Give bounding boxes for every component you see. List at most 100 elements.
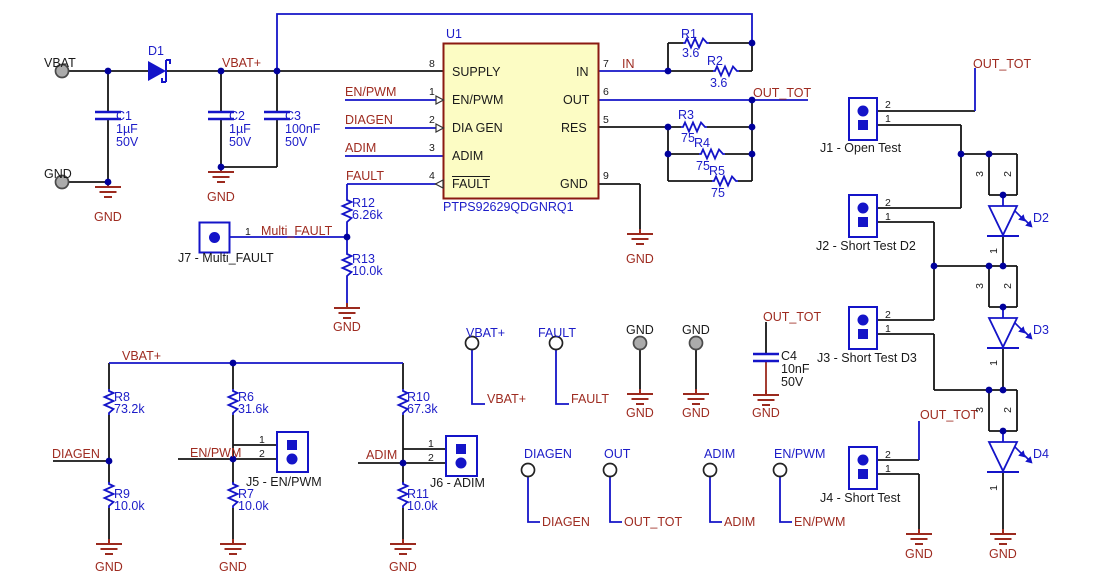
connector-J1: [848, 97, 878, 141]
label-J5: J5 - EN/PWM: [246, 475, 322, 489]
net-label-enpwm-u1: EN/PWM: [345, 85, 397, 99]
gnd-symbol-c4: [752, 389, 780, 406]
tp-fault-net-label: FAULT: [571, 392, 609, 406]
j2-pin-2: 2: [885, 197, 891, 209]
net-label-multi-fault: Multi_FAULT: [261, 224, 333, 238]
ref-R8: R8: [114, 390, 130, 404]
label-J4: J4 - Short Test: [820, 491, 901, 505]
tp-fault-top-label: FAULT: [538, 326, 576, 340]
value-R13: 10.0k: [352, 264, 383, 278]
j3-pin-2: 2: [885, 309, 891, 321]
d2-pin-3: 3: [973, 171, 986, 177]
pin-num-8: 8: [429, 58, 435, 70]
pin-input-arrow-diagen: [435, 123, 445, 133]
value-R7: 10.0k: [238, 499, 269, 513]
ic-part-number: PTPS92629QDGNRQ1: [443, 200, 574, 214]
label-J7: J7 - Multi_FAULT: [178, 251, 274, 265]
d4-pin-2: 2: [1001, 407, 1014, 413]
gnd-symbol-d4: [989, 528, 1017, 545]
net-label-fault-u1: FAULT: [346, 169, 384, 183]
ref-C2: C2: [229, 109, 245, 123]
resistor-R4-symbol: [698, 148, 726, 160]
pin-num-2: 2: [429, 114, 435, 126]
ref-R5: R5: [709, 164, 725, 178]
ic-pin-out: OUT: [563, 93, 590, 107]
ic-pin-res: RES: [561, 121, 587, 135]
gnd-label-j4: GND: [905, 547, 933, 561]
label-J3: J3 - Short Test D3: [817, 351, 917, 365]
gnd-symbol-tp2: [682, 388, 710, 405]
tp-diagen-top-label: DIAGEN: [524, 447, 572, 461]
tp-out-net-label: OUT_TOT: [624, 515, 683, 529]
ref-R10: R10: [407, 390, 430, 404]
net-label-diagen-bl: DIAGEN: [52, 447, 100, 461]
ic-pin-in: IN: [576, 65, 589, 79]
value-R2: 3.6: [710, 76, 728, 90]
value-C1: 1µF: [116, 122, 138, 136]
testpoint-enpwm: [772, 462, 788, 478]
tp-gnd2-top-label: GND: [682, 323, 710, 337]
ref-R3: R3: [678, 108, 694, 122]
ref-R7: R7: [238, 487, 254, 501]
tp-adim-net-label: ADIM: [724, 515, 756, 529]
net-label-in: IN: [622, 57, 635, 71]
tp-gnd1-net-label: GND: [626, 406, 654, 420]
gnd-label-c2c3: GND: [207, 190, 235, 204]
ic-body: [442, 42, 600, 200]
connector-J3: [848, 306, 878, 350]
net-label-diagen-u1: DIAGEN: [345, 113, 393, 127]
j7-pin-1: 1: [245, 226, 251, 238]
j2-pin-1: 1: [885, 211, 891, 223]
d2-pin-1: 1: [987, 248, 1000, 254]
rating-C4: 50V: [781, 375, 804, 389]
rating-C2: 50V: [229, 135, 252, 149]
capacitor-C4-symbol: [751, 352, 781, 363]
net-label-adim-bl: ADIM: [366, 448, 398, 462]
j5-pin-1: 1: [259, 434, 265, 446]
connector-J4: [848, 446, 878, 490]
gnd-label-d4: GND: [989, 547, 1017, 561]
value-R3: 75: [681, 131, 695, 145]
testpoint-diagen: [520, 462, 536, 478]
ref-D2: D2: [1033, 211, 1049, 225]
j4-pin-1: 1: [885, 463, 891, 475]
d3-pin-2: 2: [1001, 283, 1014, 289]
gnd-label-r11: GND: [389, 560, 417, 574]
tp-enpwm-net-label: EN/PWM: [794, 515, 846, 529]
gnd-symbol-j4: [905, 528, 933, 545]
value-R4: 75: [696, 159, 710, 173]
gnd-symbol-tp1: [626, 388, 654, 405]
value-R1: 3.6: [682, 46, 700, 60]
ref-C4: C4: [781, 349, 797, 363]
gnd-symbol-r11: [389, 538, 417, 555]
value-C4: 10nF: [781, 362, 810, 376]
wires-blue: [109, 13, 1004, 523]
ref-R13: R13: [352, 252, 375, 266]
d4-pin-3: 3: [973, 407, 986, 413]
d4-pin-1: 1: [987, 485, 1000, 491]
pin-input-arrow-enpwm: [435, 95, 445, 105]
j1-pin-2: 2: [885, 99, 891, 111]
pin-num-5: 5: [603, 114, 609, 126]
ic-pin-fault: FAULT: [452, 177, 490, 191]
ref-D1: D1: [148, 44, 164, 58]
gnd-label-pin9: GND: [626, 252, 654, 266]
connector-J7: [198, 221, 231, 254]
gnd-label-r9: GND: [95, 560, 123, 574]
net-label-adim-u1: ADIM: [345, 141, 377, 155]
pin-output-arrow-fault: [434, 179, 444, 189]
ic-pin-supply: SUPPLY: [452, 65, 501, 79]
testpoint-gnd-1: [632, 335, 648, 351]
pad-label-vbat: VBAT: [44, 56, 76, 70]
net-label-out-tot-main: OUT_TOT: [753, 86, 812, 100]
resistor-R9-symbol: [103, 481, 115, 509]
testpoint-gnd-2: [688, 335, 704, 351]
pin-num-9: 9: [603, 170, 609, 182]
gnd-symbol-r9: [95, 538, 123, 555]
ref-R1: R1: [681, 27, 697, 41]
j6-pin-1: 1: [428, 438, 434, 450]
tp-diagen-net-label: DIAGEN: [542, 515, 590, 529]
d3-pin-3: 3: [973, 283, 986, 289]
gnd-symbol-pin9: [626, 228, 654, 245]
